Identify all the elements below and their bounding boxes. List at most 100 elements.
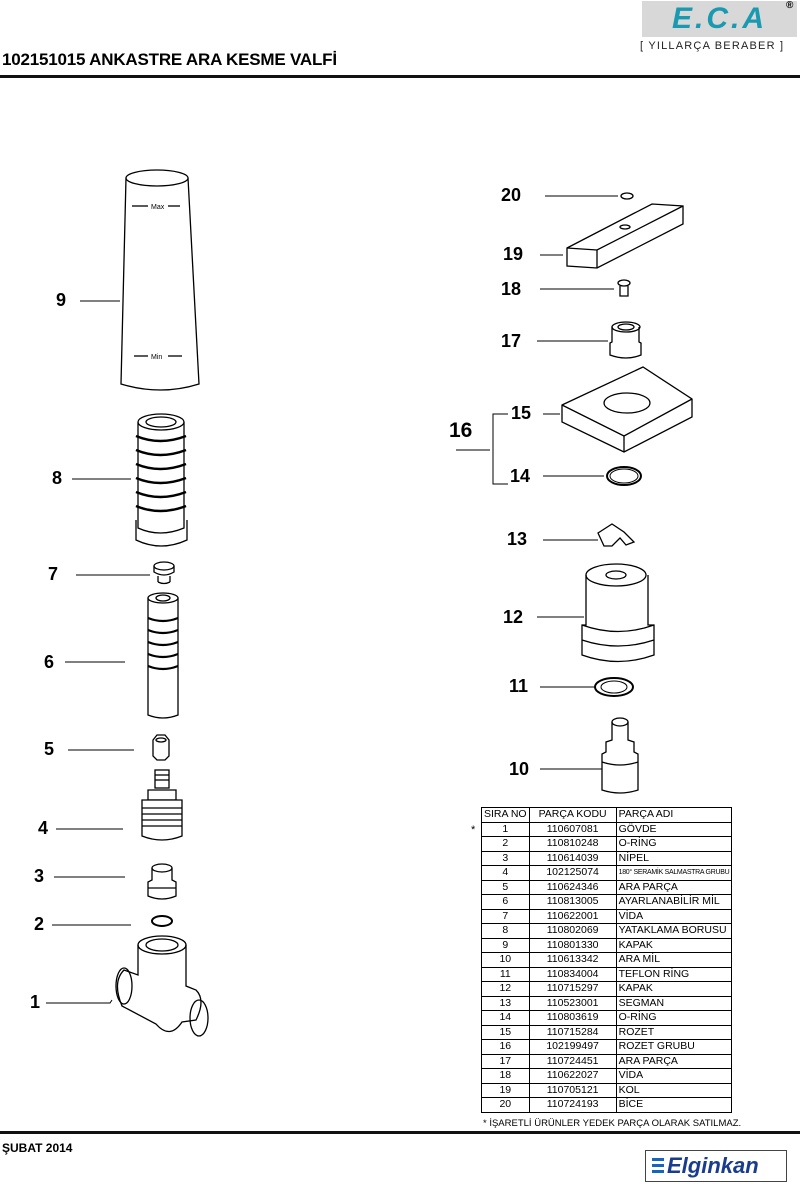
right-leader-lines	[456, 195, 618, 770]
part-1-body	[115, 935, 209, 1037]
left-leader-lines	[46, 300, 150, 1004]
cell-parca-kodu: 110613342	[528, 952, 617, 968]
cell-parca-kodu: 110614039	[528, 850, 617, 866]
callout-2: 2	[34, 914, 45, 934]
cell-parca-adi: SEGMAN	[615, 995, 733, 1011]
table-header-row: SIRA NO PARÇA KODU PARÇA ADI	[481, 807, 733, 823]
eca-logo: E.C.A	[642, 1, 797, 37]
part-14-oring	[606, 466, 642, 486]
spare-parts-note: * İŞARETLİ ÜRÜNLER YEDEK PARÇA OLARAK SA…	[483, 1118, 742, 1129]
callout-15: 15	[511, 403, 532, 423]
cell-sira-no: 1	[481, 821, 530, 837]
callout-18: 18	[501, 279, 522, 299]
callout-13: 13	[507, 529, 528, 549]
cell-parca-adi: ROZET	[615, 1024, 733, 1040]
callout-10: 10	[509, 759, 530, 779]
cell-sira-no: 12	[481, 981, 530, 997]
cell-parca-kodu: 110607081	[528, 821, 617, 837]
callout-19: 19	[503, 244, 524, 264]
callout-16: 16	[449, 419, 473, 442]
cell-sira-no: 9	[481, 937, 530, 953]
cell-parca-kodu: 110622001	[528, 908, 617, 924]
cell-parca-adi: KOL	[615, 1082, 733, 1098]
cell-sira-no: 19	[481, 1082, 530, 1098]
callout-17: 17	[501, 331, 522, 351]
cell-parca-adi: VİDA	[615, 908, 733, 924]
cell-parca-kodu: 110801330	[528, 937, 617, 953]
elginkan-mark-icon	[652, 1158, 664, 1174]
callout-9: 9	[56, 290, 67, 310]
callout-3: 3	[34, 866, 45, 886]
callout-20: 20	[501, 185, 522, 205]
cell-parca-kodu: 102199497	[528, 1039, 617, 1055]
cell-parca-kodu: 110724451	[528, 1053, 617, 1069]
cell-parca-kodu: 110813005	[528, 894, 617, 910]
cell-parca-adi: ARA PARÇA	[615, 1053, 733, 1069]
cell-parca-adi: VİDA	[615, 1068, 733, 1084]
cell-sira-no: 14	[481, 1010, 530, 1026]
part-8-bearing-tube	[135, 413, 188, 547]
cell-parca-adi: 180° SERAMİK SALMASTRA GRUBU	[615, 865, 733, 881]
part-4-cartridge	[141, 769, 183, 841]
cell-sira-no: 11	[481, 966, 530, 982]
part-13-circlip	[597, 523, 636, 547]
page-title: 102151015 ANKASTRE ARA KESME VALFİ	[2, 50, 337, 69]
cell-parca-adi: NİPEL	[615, 850, 733, 866]
part-12-cap	[581, 563, 655, 663]
callout-6: 6	[44, 652, 55, 672]
cell-parca-adi: YATAKLAMA BORUSU	[615, 923, 733, 939]
part-17-spacer	[609, 321, 642, 359]
header-divider	[0, 75, 800, 78]
min-marker: Min	[151, 354, 162, 361]
cell-sira-no: 18	[481, 1068, 530, 1084]
cell-sira-no: 5	[481, 879, 530, 895]
max-marker: Max	[151, 204, 165, 211]
cell-parca-adi: O-RİNG	[615, 836, 733, 852]
col-header-sira-no: SIRA NO	[481, 807, 530, 823]
cell-parca-adi: AYARLANABİLİR MİL	[615, 894, 733, 910]
callout-8: 8	[52, 468, 63, 488]
part-6-shaft	[147, 592, 179, 719]
cell-sira-no: 13	[481, 995, 530, 1011]
cell-parca-adi: O-RİNG	[615, 1010, 733, 1026]
cell-parca-adi: KAPAK	[615, 937, 733, 953]
cell-sira-no: 6	[481, 894, 530, 910]
cell-parca-kodu: 110803619	[528, 1010, 617, 1026]
part-19-handle	[566, 203, 684, 269]
part-7-screw	[153, 561, 175, 585]
cell-parca-adi: ARA PARÇA	[615, 879, 733, 895]
part-20-bice	[620, 192, 634, 200]
callout-12: 12	[503, 607, 524, 627]
cell-parca-kodu: 110523001	[528, 995, 617, 1011]
elginkan-logo-text: Elginkan	[667, 1153, 759, 1178]
star-marker: *	[471, 824, 476, 836]
cell-sira-no: 20	[481, 1097, 530, 1113]
callout-7: 7	[48, 564, 59, 584]
cell-parca-kodu: 110802069	[528, 923, 617, 939]
cell-sira-no: 15	[481, 1024, 530, 1040]
cell-parca-adi: ROZET GRUBU	[615, 1039, 733, 1055]
cell-parca-kodu: 110715284	[528, 1024, 617, 1040]
registered-mark: ®	[786, 0, 794, 11]
cell-parca-adi: TEFLON RİNG	[615, 966, 733, 982]
part-9-cover: Max Min	[120, 169, 200, 391]
cell-parca-kodu: 110624346	[528, 879, 617, 895]
cell-parca-kodu: 102125074	[528, 865, 617, 881]
cell-parca-adi: GÖVDE	[615, 821, 733, 837]
callout-1: 1	[30, 992, 41, 1012]
cell-parca-adi: ARA MİL	[615, 952, 733, 968]
